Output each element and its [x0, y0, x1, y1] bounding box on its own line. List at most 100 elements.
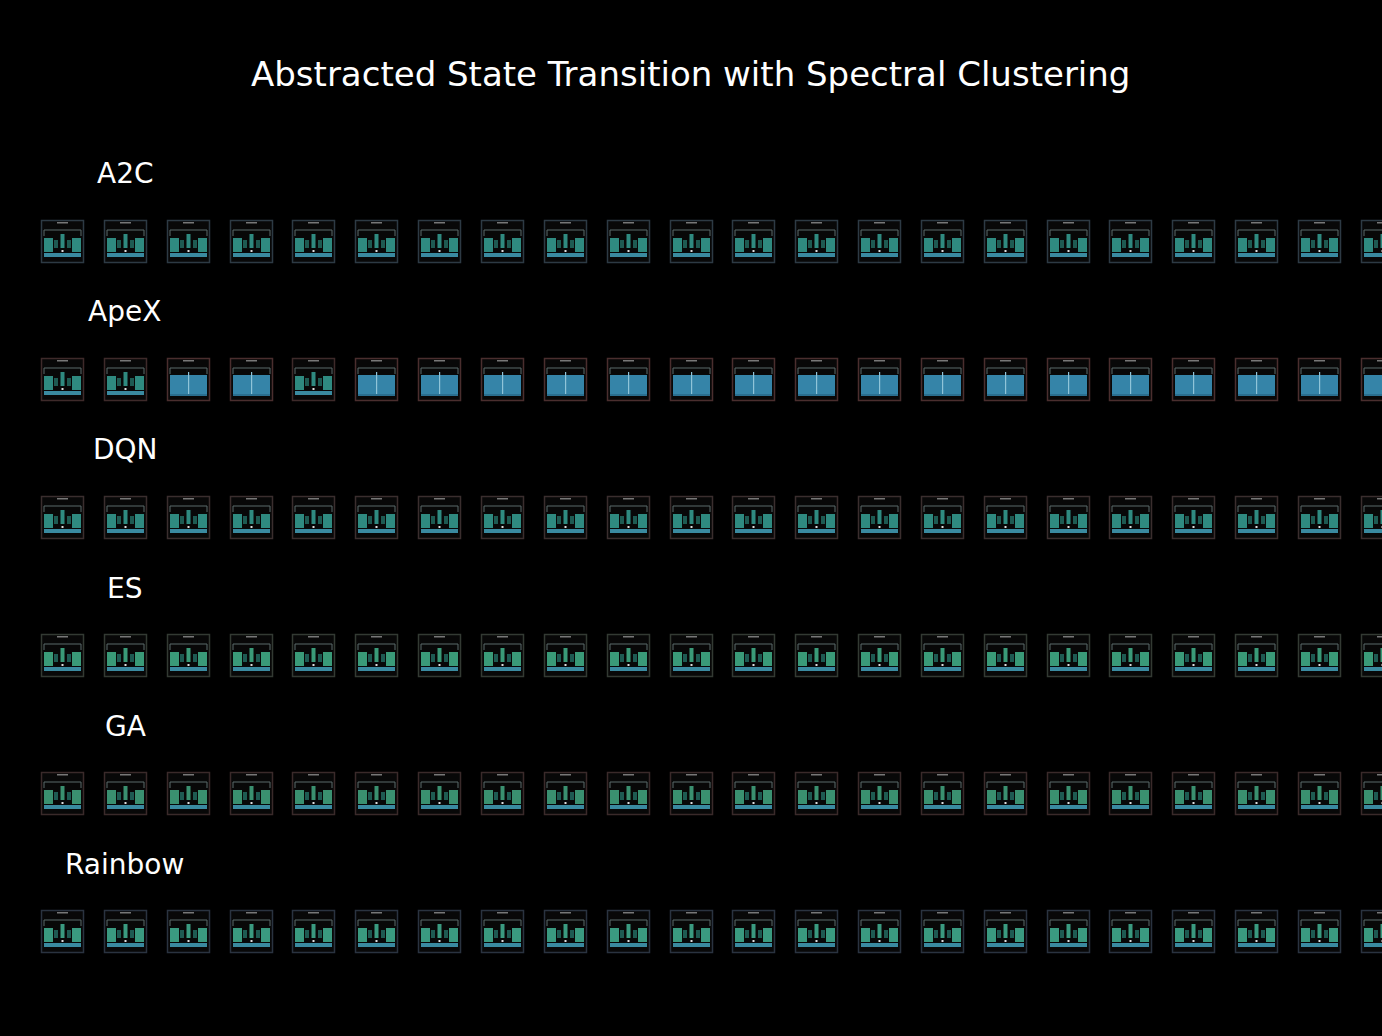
- maze-block: [1050, 790, 1059, 804]
- maze-block: [130, 516, 134, 524]
- score-strip: [1000, 222, 1011, 224]
- score-strip: [1188, 498, 1199, 500]
- score-strip: [1188, 360, 1199, 362]
- maze-floor: [924, 529, 961, 533]
- score-strip: [937, 222, 948, 224]
- maze-block: [934, 240, 938, 248]
- maze-block: [557, 930, 561, 938]
- maze-block: [72, 376, 81, 390]
- thumb-frame: [985, 773, 1027, 815]
- maze-floor: [295, 943, 332, 947]
- maze-block: [673, 238, 682, 252]
- maze-floor: [107, 805, 144, 809]
- maze-floor: [233, 529, 270, 533]
- agent-dot: [62, 664, 64, 666]
- maze-block: [1266, 790, 1275, 804]
- thumb-frame: [671, 635, 713, 677]
- maze-block: [758, 792, 762, 800]
- maze-pillar: [187, 510, 191, 524]
- maze-block: [198, 238, 207, 252]
- maze-block: [758, 240, 762, 248]
- maze-wall: [1364, 230, 1382, 236]
- row-label: Rainbow: [65, 851, 184, 879]
- maze-block: [610, 928, 619, 942]
- maze-floor: [484, 394, 521, 396]
- score-strip: [308, 912, 319, 914]
- state-thumbnail: [42, 635, 84, 677]
- maze-block: [494, 516, 498, 524]
- score-strip: [1377, 360, 1382, 362]
- maze-block: [683, 516, 687, 524]
- maze-pillar: [941, 648, 945, 662]
- maze-block: [54, 654, 58, 662]
- agent-dot: [1005, 250, 1007, 252]
- score-strip: [1377, 498, 1382, 500]
- agent-dot: [691, 526, 693, 528]
- state-thumbnail: [796, 359, 838, 401]
- state-thumbnail: [922, 773, 964, 815]
- maze-pillar: [375, 234, 379, 248]
- center-line: [1256, 372, 1257, 396]
- score-strip: [183, 360, 194, 362]
- state-thumbnail: [1362, 497, 1382, 539]
- state-thumbnail: [419, 359, 461, 401]
- state-thumbnail: [545, 359, 587, 401]
- maze-pillar: [124, 510, 128, 524]
- maze-block: [1185, 240, 1189, 248]
- agent-dot: [1068, 526, 1070, 528]
- maze-block: [701, 514, 710, 528]
- thumb-frame: [796, 635, 838, 677]
- maze-floor: [170, 529, 207, 533]
- score-strip: [1000, 912, 1011, 914]
- maze-pillar: [878, 924, 882, 938]
- state-thumbnail: [671, 773, 713, 815]
- maze-pillar: [1129, 786, 1133, 800]
- maze-floor: [1175, 805, 1212, 809]
- maze-block: [683, 792, 687, 800]
- score-strip: [246, 912, 257, 914]
- thumb-frame: [356, 635, 398, 677]
- maze-block: [1078, 652, 1087, 666]
- state-thumbnail: [356, 359, 398, 401]
- maze-block: [997, 930, 1001, 938]
- center-line: [879, 372, 880, 396]
- maze-floor: [1175, 394, 1212, 396]
- center-line: [753, 372, 754, 396]
- maze-block: [683, 930, 687, 938]
- maze-pillar: [250, 786, 254, 800]
- maze-block: [1329, 928, 1338, 942]
- maze-block: [318, 378, 322, 386]
- thumb-frame: [482, 773, 524, 815]
- maze-block: [243, 930, 247, 938]
- agent-dot: [1193, 802, 1195, 804]
- agent-dot: [1193, 664, 1195, 666]
- maze-block: [135, 928, 144, 942]
- maze-block: [745, 930, 749, 938]
- maze-floor: [547, 667, 584, 671]
- thumb-frame: [482, 359, 524, 401]
- maze-floor: [1238, 943, 1275, 947]
- maze-block: [368, 516, 372, 524]
- thumb-frame: [293, 911, 335, 953]
- maze-block: [1175, 928, 1184, 942]
- thumb-frame: [168, 911, 210, 953]
- maze-block: [826, 652, 835, 666]
- agent-dot: [502, 802, 504, 804]
- maze-block: [54, 516, 58, 524]
- maze-block: [1112, 652, 1121, 666]
- maze-block: [557, 240, 561, 248]
- maze-block: [512, 514, 521, 528]
- maze-block: [952, 652, 961, 666]
- thumb-frame: [419, 359, 461, 401]
- score-strip: [937, 498, 948, 500]
- maze-block: [494, 792, 498, 800]
- thumb-frame: [859, 911, 901, 953]
- score-strip: [937, 774, 948, 776]
- maze-pillar: [627, 924, 631, 938]
- maze-block: [444, 654, 448, 662]
- maze-block: [735, 514, 744, 528]
- maze-block: [67, 378, 71, 386]
- state-thumbnail: [42, 773, 84, 815]
- score-strip: [560, 222, 571, 224]
- maze-block: [745, 654, 749, 662]
